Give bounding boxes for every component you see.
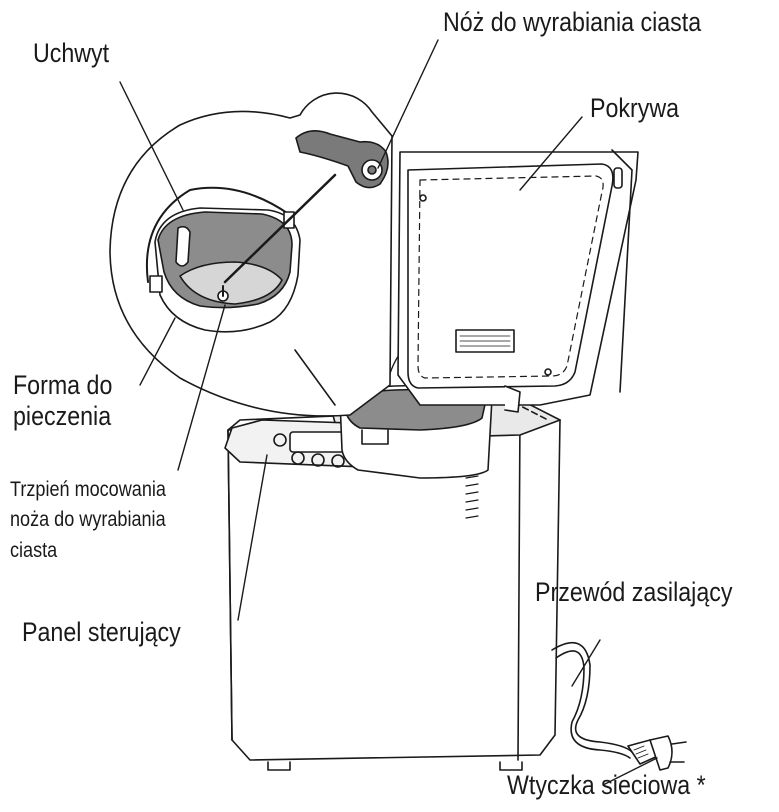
label-shaft-line1: Trzpień mocowania (10, 478, 166, 501)
label-kneading-blade: Nóż do wyrabiania ciasta (443, 7, 702, 37)
label-control-panel: Panel sterujący (22, 617, 181, 647)
power-plug-drawing (627, 735, 687, 771)
label-shaft-line2: noża do wyrabiania (10, 508, 166, 532)
label-kneading-blade-shaft: Trzpień mocowania noża do wyrabiania cia… (10, 475, 166, 566)
label-bread-pan-line2: pieczenia (13, 401, 112, 432)
label-shaft-line3: ciasta (10, 538, 58, 562)
lid-drawing (397, 149, 639, 413)
label-bread-pan: Forma do pieczenia (13, 370, 112, 432)
label-bread-pan-line1: Forma do (13, 370, 113, 400)
kneading-blade-drawing (295, 130, 389, 189)
power-cord-drawing (551, 641, 633, 759)
label-power-plug: Wtyczka sieciowa * (507, 770, 706, 800)
bread-pan-magnified (146, 173, 337, 333)
label-power-cord: Przewód zasilający (535, 577, 733, 607)
machine-body (227, 407, 561, 771)
leader-lines (119, 39, 658, 786)
label-lid: Pokrywa (590, 93, 680, 123)
label-handle: Uchwyt (33, 38, 110, 68)
side-vents (465, 475, 479, 519)
